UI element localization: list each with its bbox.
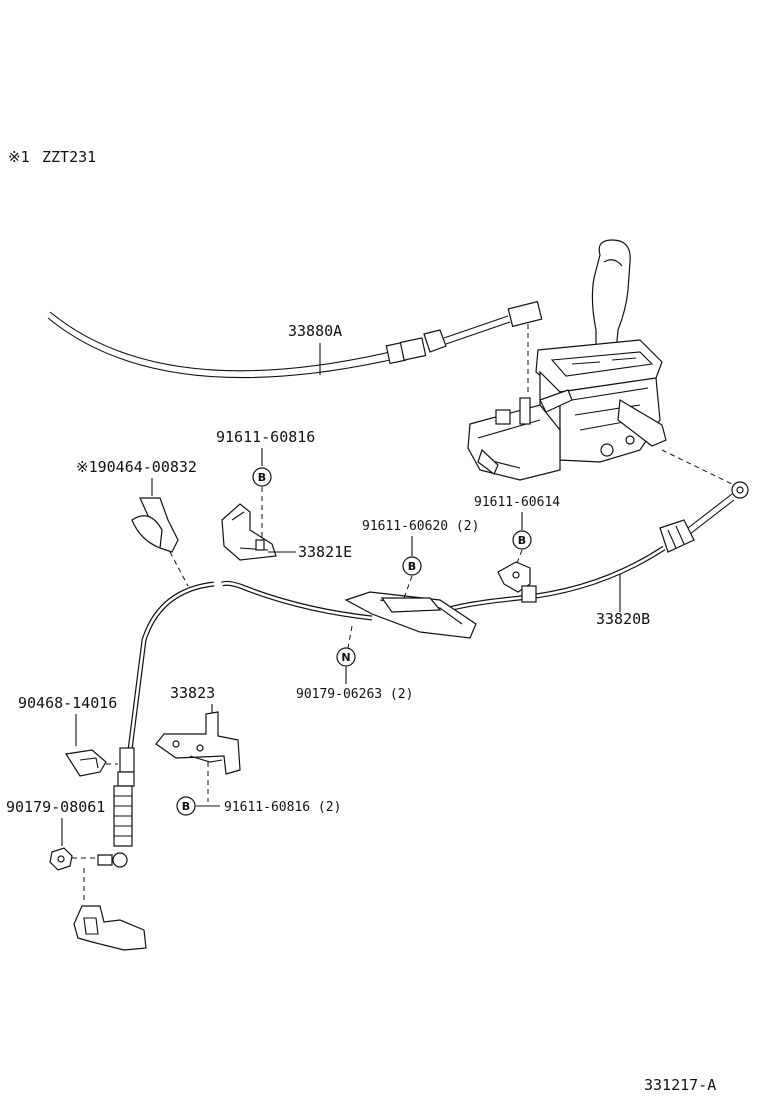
label-90468-14016: 90468-14016 xyxy=(18,694,117,712)
cable-33880a xyxy=(47,300,543,395)
bracket-33821e xyxy=(221,503,277,561)
link-cable-lever xyxy=(661,449,733,485)
label-91611-60614: 91611-60614 xyxy=(474,495,560,510)
clip-90468-14016 xyxy=(65,749,107,777)
dash-nut-06263 xyxy=(347,625,353,649)
circle-mark-b-top-letter: B xyxy=(258,471,266,484)
dash-bolt-60620 xyxy=(403,575,413,599)
header-note-symbol: ※1 xyxy=(8,148,30,166)
label-33820b: 33820B xyxy=(596,610,650,628)
circle-mark-b-60614-letter: B xyxy=(518,534,526,547)
circle-mark-b-60614 xyxy=(512,530,532,550)
transmission-lever xyxy=(73,905,147,951)
bracket-33823 xyxy=(155,711,241,775)
clip-190464-00832 xyxy=(131,497,189,587)
label-90179-06263: 90179-06263 (2) xyxy=(296,687,413,702)
label-91611-60620: 91611-60620 (2) xyxy=(362,519,479,534)
circle-mark-b-60620 xyxy=(402,556,422,576)
circle-mark-b-bottom-letter: B xyxy=(182,800,190,813)
label-91611-60816-top: 91611-60816 xyxy=(216,428,315,446)
circle-mark-b-60620-letter: B xyxy=(408,560,416,573)
label-33821e: 33821E xyxy=(298,543,352,561)
cable-33820b xyxy=(97,481,749,868)
nut-90179-08061 xyxy=(49,847,73,871)
dash-bolt-60614 xyxy=(515,549,523,567)
label-33823: 33823 xyxy=(170,684,215,702)
circle-mark-n-letter: N xyxy=(341,651,350,664)
label-91611-60816-bottom: 91611-60816 (2) xyxy=(224,800,341,815)
diagram-code: 331217-A xyxy=(644,1076,716,1094)
label-190464-00832: ※190464-00832 xyxy=(76,458,197,476)
circle-mark-b-bottom xyxy=(176,796,196,816)
shift-lever-assembly xyxy=(467,239,667,481)
circle-mark-n xyxy=(336,647,356,667)
circle-mark-b-top xyxy=(252,467,272,487)
label-33880a: 33880A xyxy=(288,322,342,340)
label-90179-08061: 90179-08061 xyxy=(6,798,105,816)
header-note-model: ZZT231 xyxy=(42,148,96,166)
